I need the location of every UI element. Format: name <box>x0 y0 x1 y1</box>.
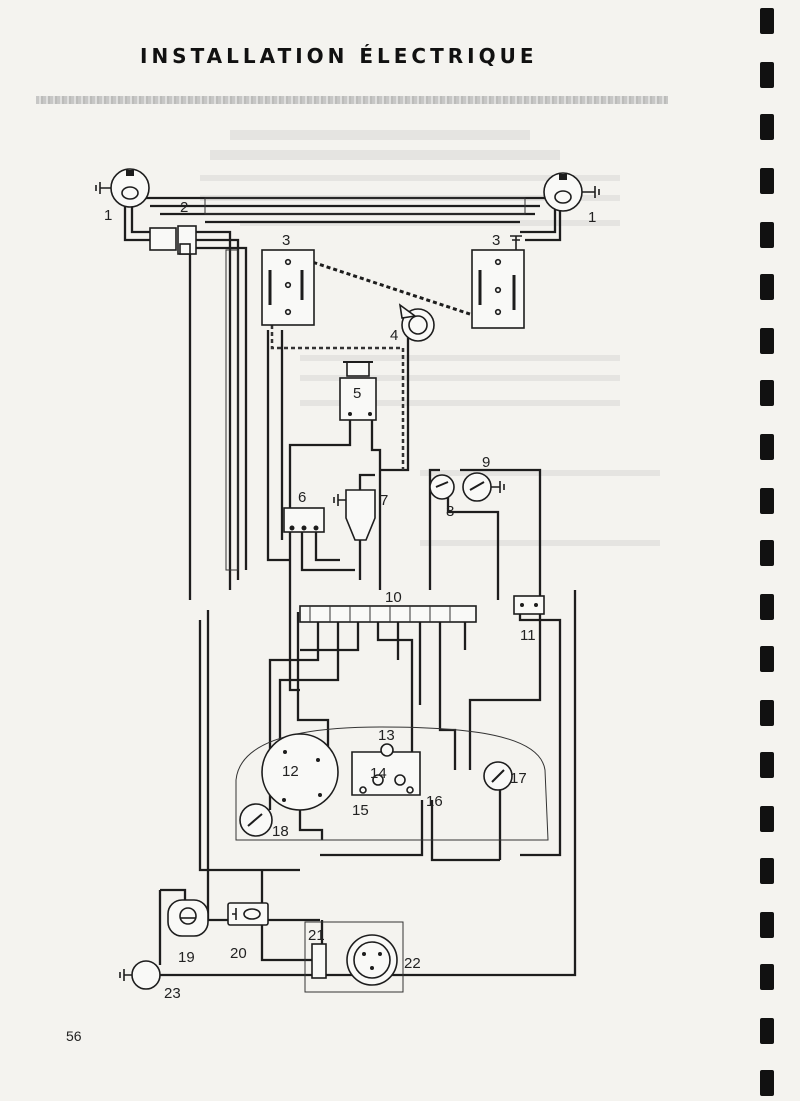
page-title: INSTALLATION ÉLECTRIQUE <box>140 44 538 68</box>
label-14: 14 <box>370 765 387 782</box>
label-1-right: 1 <box>588 209 596 226</box>
junction-box-21-22 <box>304 921 404 993</box>
coil-7 <box>333 489 376 541</box>
regulator-5 <box>339 361 377 421</box>
component-8 <box>429 474 455 500</box>
headlamp-left <box>95 168 150 208</box>
label-9: 9 <box>482 454 490 471</box>
gauge-17 <box>483 761 513 791</box>
label-4: 4 <box>390 327 398 344</box>
switch-3-left <box>261 249 315 326</box>
terminal-strip-10 <box>299 605 477 623</box>
label-7: 7 <box>380 492 388 509</box>
lamp-19 <box>167 899 209 937</box>
component-20 <box>227 902 269 926</box>
label-13: 13 <box>378 727 395 744</box>
label-22: 22 <box>404 955 421 972</box>
label-21: 21 <box>308 927 325 944</box>
title-rule <box>36 96 668 104</box>
label-1-left: 1 <box>104 207 112 224</box>
label-11: 11 <box>520 627 536 644</box>
relay-box-6 <box>283 507 325 533</box>
label-23: 23 <box>164 985 181 1002</box>
headlamp-right <box>543 172 600 212</box>
label-10: 10 <box>385 589 402 606</box>
label-15: 15 <box>352 802 369 819</box>
switch-18 <box>239 803 273 837</box>
instrument-panel-14 <box>351 743 421 796</box>
label-17: 17 <box>510 770 527 787</box>
component-labels: 1 1 2 3 3 4 5 6 7 8 9 10 11 12 13 14 15 … <box>104 199 596 1002</box>
battery-23 <box>119 960 161 990</box>
connector-block-2 <box>149 225 197 255</box>
label-19: 19 <box>178 949 195 966</box>
spiral-binding <box>756 0 800 1101</box>
label-2: 2 <box>180 199 188 216</box>
horn <box>398 303 435 342</box>
label-12: 12 <box>282 763 299 780</box>
dashboard-13 <box>235 726 549 841</box>
label-3-right: 3 <box>492 232 500 249</box>
switch-11 <box>513 595 545 615</box>
component-9 <box>462 472 505 502</box>
label-8: 8 <box>446 503 454 520</box>
page-number: 56 <box>66 1028 82 1044</box>
label-18: 18 <box>272 823 289 840</box>
label-5: 5 <box>353 385 361 402</box>
switch-3-right <box>471 235 525 329</box>
label-16: 16 <box>426 793 443 810</box>
label-20: 20 <box>230 945 247 962</box>
label-3-left: 3 <box>282 232 290 249</box>
label-6: 6 <box>298 489 306 506</box>
speedometer-12 <box>261 733 339 811</box>
